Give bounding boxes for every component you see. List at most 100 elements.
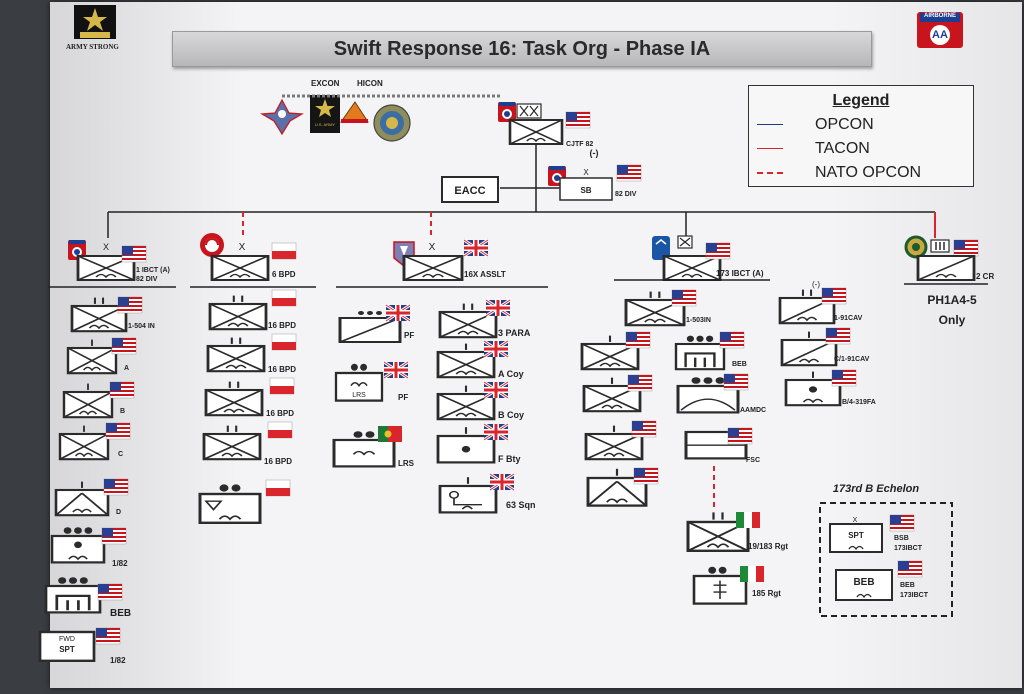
legend-title: Legend xyxy=(832,92,890,109)
flag-beb xyxy=(97,583,123,601)
label-16bpd-4: 16 BPD xyxy=(264,457,292,466)
div-echelon: X xyxy=(583,168,589,177)
label-pf-2: PF xyxy=(398,393,408,402)
unit-b-4-319fa xyxy=(784,370,842,407)
2cr-note-line1: PH1A4-5 xyxy=(927,293,977,307)
flag-173-beb xyxy=(719,331,745,349)
173-name: 173 IBCT (A) xyxy=(716,269,764,278)
flag-1-503in xyxy=(671,289,697,307)
label-lrs: LRS xyxy=(398,459,415,468)
unit-beb xyxy=(44,577,102,614)
spt-label: SPT xyxy=(59,645,75,654)
label-3-para: 3 PARA xyxy=(498,328,531,338)
unit-co-a xyxy=(68,338,116,374)
2cr-name: 2 CR xyxy=(976,272,994,281)
eacc-box xyxy=(441,176,499,203)
label-1-82-a: 1/82 xyxy=(112,559,128,568)
flag-pf-1 xyxy=(384,303,412,323)
div-us-flag xyxy=(616,164,642,182)
flag-f-bty xyxy=(482,422,510,442)
label-co-b: B xyxy=(120,408,125,415)
uk-unit-symbol xyxy=(404,256,462,280)
round-seal-icon xyxy=(373,104,411,142)
2cr-crest xyxy=(904,235,928,259)
flag-173-co-3 xyxy=(631,420,657,438)
unit-co-d xyxy=(54,480,110,517)
tacon-line xyxy=(757,148,783,149)
flag-173-co-4 xyxy=(633,467,659,485)
flag-16bpd-3 xyxy=(269,377,295,395)
flag-1-91cav xyxy=(821,287,847,305)
label-co-a: A xyxy=(124,365,129,372)
army-slogan: ARMY STRONG xyxy=(66,43,119,51)
uk-flag xyxy=(462,238,490,258)
bsb-name1: BSB xyxy=(894,535,909,542)
flag-16bpd-2 xyxy=(271,333,297,351)
label-b-coy: B Coy xyxy=(498,410,524,420)
bsb-airborne-mark xyxy=(848,545,864,551)
label-fsc: FSC xyxy=(746,457,760,464)
flag-aamdc xyxy=(723,373,749,391)
unit-16bpd-3 xyxy=(206,380,262,416)
flag-fsc xyxy=(727,427,753,445)
bpd-unit-symbol xyxy=(212,256,268,280)
airborne-patch: AIRBORNE AA xyxy=(917,12,963,48)
173-patch xyxy=(652,236,670,260)
label-a-coy: A Coy xyxy=(498,369,524,379)
flag-a-coy xyxy=(482,339,510,359)
label-1-503in: 1-503IN xyxy=(686,317,711,324)
flag-italy-1 xyxy=(736,512,760,528)
unit-185-rgt xyxy=(692,566,748,605)
label-1-82-b: 1/82 xyxy=(110,656,126,665)
beb-name2: 173IBCT xyxy=(900,592,929,599)
unit-63-sqn xyxy=(438,476,498,514)
label-c-1-91cav: C/1-91CAV xyxy=(834,356,870,363)
flag-1-504 xyxy=(117,296,143,314)
flag-b-4-319fa xyxy=(831,369,857,387)
flag-pf-2 xyxy=(382,360,410,380)
hicon-label: HICON xyxy=(357,79,383,88)
div-sb-box xyxy=(559,177,613,201)
ibct-us-flag xyxy=(121,245,147,263)
unit-f-bty xyxy=(436,426,496,464)
label-1-504-in: 1-504 IN xyxy=(128,323,155,330)
173-echelon-x-icon xyxy=(677,235,693,249)
unit-co-b xyxy=(64,382,112,418)
2cr-us-flag xyxy=(953,239,979,257)
unit-16bpd-1 xyxy=(210,294,266,330)
flag-fwd-spt xyxy=(95,627,121,645)
label-f-bty: F Bty xyxy=(498,454,521,464)
unit-16bpd-2 xyxy=(208,336,264,372)
legend-item-nato-opcon: NATO OPCON xyxy=(757,164,967,182)
label-1-91cav: 1-91CAV xyxy=(834,315,863,322)
b-echelon-title: 173rd B Echelon xyxy=(833,483,919,495)
label-173-beb: BEB xyxy=(732,361,747,368)
label-19-183-rgt: 19/183 Rgt xyxy=(748,542,788,551)
excon-label: EXCON xyxy=(311,79,340,88)
unit-173-beb xyxy=(674,335,726,371)
label-16bpd-1: 16 BPD xyxy=(268,321,296,330)
legend: Legend OPCON TACON NATO OPCON xyxy=(748,85,974,187)
nato-opcon-line xyxy=(757,172,783,174)
div-name-label: 82 DIV xyxy=(615,191,637,198)
legend-label-opcon: OPCON xyxy=(815,116,874,133)
2cr-echelon-icon xyxy=(930,239,950,253)
flag-1-82-a xyxy=(101,527,127,545)
cjtf82-us-flag xyxy=(565,111,591,129)
legend-item-opcon: OPCON xyxy=(757,116,967,134)
flag-italy-2 xyxy=(740,566,764,582)
uk-name: 16X ASSLT xyxy=(464,270,506,279)
beb-airborne-mark xyxy=(856,593,872,599)
fwd-label: FWD xyxy=(59,636,75,643)
bsb-echelon: X xyxy=(853,517,858,524)
flag-b-coy xyxy=(482,380,510,400)
173-us-flag xyxy=(705,242,731,260)
beb-box xyxy=(835,569,893,601)
ibct-name-line2: 82 DIV xyxy=(136,276,158,283)
label-16bpd-3: 16 BPD xyxy=(266,409,294,418)
173-unit-symbol xyxy=(664,256,720,280)
bpd-echelon: X xyxy=(239,242,246,253)
flag-co-c xyxy=(105,422,131,440)
flag-173-co-2 xyxy=(627,374,653,392)
